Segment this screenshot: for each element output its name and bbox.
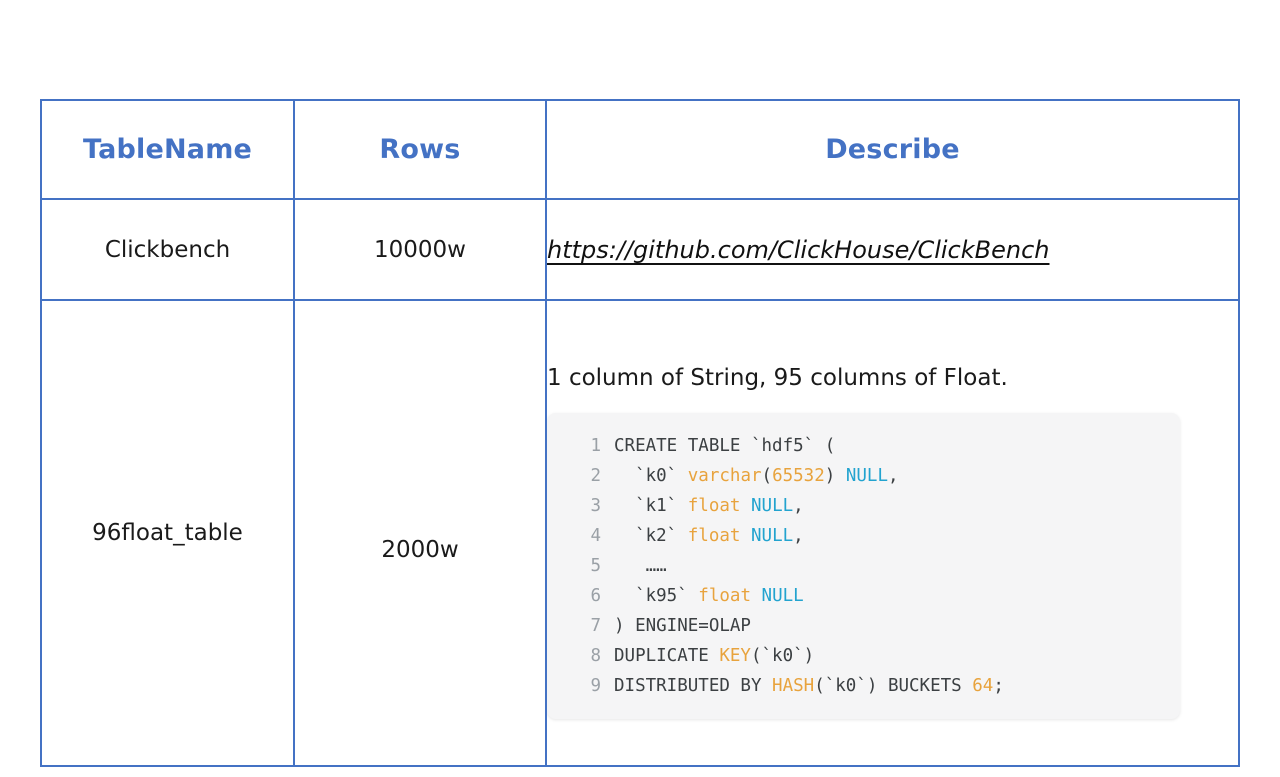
code-line-number: 3: [590, 495, 601, 516]
code-token: `k95`: [614, 585, 699, 606]
code-line-text: `k0` varchar(65532) NULL,: [614, 461, 899, 491]
code-token: DUPLICATE: [614, 645, 720, 666]
code-line-text: DISTRIBUTED BY HASH(`k0`) BUCKETS 64;: [614, 671, 1004, 701]
table-row: 96float_table 2000w 1 column of String, …: [40, 299, 1240, 767]
code-line: 7 ) ENGINE=OLAP: [547, 611, 1166, 641]
code-line: 9 DISTRIBUTED BY HASH(`k0`) BUCKETS 64;: [547, 671, 1166, 701]
code-line-number: 6: [590, 585, 601, 606]
code-token: [751, 586, 762, 606]
code-token: (`k0`): [750, 645, 815, 666]
table-header-row: TableName Rows Describe: [40, 99, 1240, 200]
code-line-number: 2: [590, 465, 601, 486]
code-token: float: [687, 525, 741, 546]
code-line-number: 7: [590, 615, 601, 636]
table-header: TableName Rows Describe: [40, 99, 1240, 200]
code-token: `k2`: [614, 525, 688, 546]
code-line: 5 ……: [547, 551, 1166, 581]
code-token: NULL: [845, 465, 888, 486]
code-token: ……: [614, 555, 667, 576]
code-line-text: `k95` float NULL: [614, 581, 804, 611]
code-token: [740, 526, 751, 546]
code-token: ): [824, 465, 846, 486]
code-line: 3 `k1` float NULL,: [547, 491, 1166, 521]
code-token: [740, 496, 751, 516]
code-token: NULL: [751, 495, 794, 516]
table-row: Clickbench 10000w https://github.com/Cli…: [40, 198, 1240, 301]
cell-rows-96float-table: 2000w: [293, 299, 547, 767]
code-token: HASH: [772, 675, 815, 696]
code-token: 64: [972, 675, 994, 696]
cell-rows-clickbench: 10000w: [293, 198, 547, 301]
cell-describe-96float-table: 1 column of String, 95 columns of Float.…: [545, 299, 1240, 767]
code-token: (`k0`) BUCKETS: [814, 675, 973, 696]
code-token: varchar: [687, 465, 762, 486]
cell-tablename-clickbench: Clickbench: [40, 198, 295, 301]
code-token: KEY: [719, 645, 751, 666]
describe-note-text: 1 column of String, 95 columns of Float.: [547, 365, 1008, 392]
code-token: (: [761, 465, 773, 486]
code-line: 6 `k95` float NULL: [547, 581, 1166, 611]
code-token: ,: [888, 465, 899, 486]
code-line: 2 `k0` varchar(65532) NULL,: [547, 461, 1166, 491]
code-line-number: 5: [590, 555, 601, 576]
table-spec: TableName Rows Describe Clickbench 10000…: [40, 99, 1240, 767]
code-line-number: 1: [590, 435, 601, 456]
code-token: DISTRIBUTED BY: [614, 675, 773, 696]
code-line: 1 CREATE TABLE `hdf5` (: [547, 431, 1166, 461]
code-line-text: DUPLICATE KEY(`k0`): [614, 641, 814, 671]
code-line: 8 DUPLICATE KEY(`k0`): [547, 641, 1166, 671]
column-header-rows: Rows: [293, 99, 547, 200]
code-line-text: CREATE TABLE `hdf5` (: [614, 431, 835, 461]
code-line-text: ) ENGINE=OLAP: [614, 611, 751, 641]
code-line-text: ……: [614, 551, 667, 581]
code-line-text: `k1` float NULL,: [614, 491, 804, 521]
code-token: `k1`: [614, 495, 688, 516]
code-token: ,: [793, 495, 804, 516]
code-token: 65532: [772, 465, 825, 486]
code-token: float: [698, 585, 751, 606]
table-body: Clickbench 10000w https://github.com/Cli…: [40, 198, 1240, 767]
code-line-number: 8: [590, 645, 601, 666]
code-token: float: [687, 495, 741, 516]
cell-describe-clickbench: https://github.com/ClickHouse/ClickBench: [545, 198, 1240, 301]
code-line: 4 `k2` float NULL,: [547, 521, 1166, 551]
code-token: NULL: [761, 585, 804, 606]
code-token: NULL: [751, 525, 794, 546]
column-header-describe: Describe: [545, 99, 1240, 200]
code-token: ) ENGINE=OLAP: [614, 615, 751, 636]
code-token: ;: [993, 675, 1004, 696]
code-line-number: 4: [590, 525, 601, 546]
code-line-number: 9: [590, 675, 601, 696]
column-header-tablename: TableName: [40, 99, 295, 200]
clickbench-repo-link[interactable]: https://github.com/ClickHouse/ClickBench: [547, 235, 1050, 264]
code-line-text: `k2` float NULL,: [614, 521, 804, 551]
code-token: ,: [793, 525, 804, 546]
cell-tablename-96float-table: 96float_table: [40, 299, 295, 767]
code-token: CREATE TABLE `hdf5` (: [614, 435, 836, 456]
code-token: `k0`: [614, 465, 688, 486]
describe-content: 1 column of String, 95 columns of Float.…: [547, 347, 1238, 719]
